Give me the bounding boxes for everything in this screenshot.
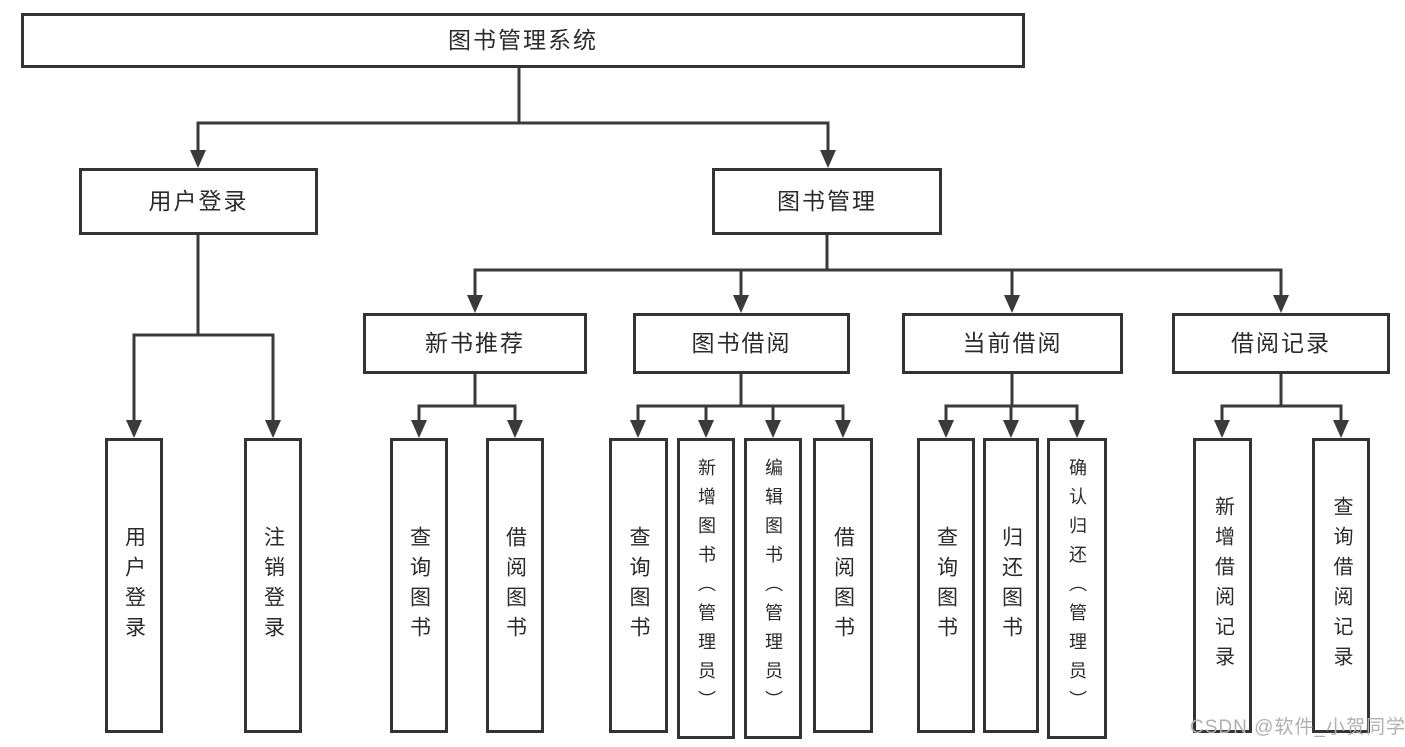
- node-current-borrow-label: 当前借阅: [962, 330, 1063, 356]
- leaf-confirm-return-admin: 确认归还（管理员）: [1047, 438, 1107, 739]
- leaf-add-borrow-record: 新增借阅记录: [1193, 438, 1252, 733]
- leaf-borrow-books: 借阅图书: [813, 438, 873, 733]
- node-book-borrow: 图书借阅: [633, 313, 850, 374]
- leaf-edit-books-admin: 编辑图书（管理员）: [744, 438, 802, 739]
- node-user-login-label: 用户登录: [148, 188, 249, 214]
- leaf-confirm-return-admin-label: 确认归还（管理员）: [1067, 458, 1087, 719]
- node-borrow-records: 借阅记录: [1172, 313, 1390, 374]
- node-borrow-records-label: 借阅记录: [1231, 330, 1331, 356]
- node-root-label: 图书管理系统: [448, 27, 598, 53]
- node-book-borrow-label: 图书借阅: [691, 330, 792, 356]
- leaf-user-login: 用户登录: [105, 438, 163, 733]
- watermark-text: CSDN @软件_小贺同学: [1190, 717, 1405, 738]
- leaf-return-books: 归还图书: [983, 438, 1039, 733]
- leaf-query-books-recommend-label: 查询图书: [407, 525, 431, 646]
- leaf-query-books-current: 查询图书: [917, 438, 975, 733]
- leaf-borrow-books-label: 借阅图书: [831, 525, 855, 646]
- leaf-edit-books-admin-label: 编辑图书（管理员）: [763, 458, 783, 719]
- node-book-management-label: 图书管理: [777, 188, 877, 214]
- node-book-management: 图书管理: [712, 168, 942, 235]
- leaf-query-borrow-record-label: 查询借阅记录: [1330, 495, 1352, 676]
- leaf-logout-label: 注销登录: [261, 525, 285, 646]
- leaf-logout: 注销登录: [244, 438, 302, 733]
- leaf-query-books-borrow: 查询图书: [609, 438, 668, 733]
- leaf-query-borrow-record: 查询借阅记录: [1312, 438, 1370, 733]
- leaf-query-books-recommend: 查询图书: [390, 438, 448, 733]
- leaf-borrow-books-recommend: 借阅图书: [486, 438, 544, 733]
- leaf-user-login-label: 用户登录: [122, 525, 146, 646]
- leaf-add-books-admin-label: 新增图书（管理员）: [696, 458, 716, 719]
- leaf-return-books-label: 归还图书: [999, 525, 1023, 646]
- node-new-book-recommend-label: 新书推荐: [425, 330, 525, 356]
- node-current-borrow: 当前借阅: [902, 313, 1123, 374]
- node-new-book-recommend: 新书推荐: [363, 313, 587, 374]
- leaf-add-books-admin: 新增图书（管理员）: [677, 438, 735, 739]
- leaf-borrow-books-recommend-label: 借阅图书: [503, 525, 527, 646]
- leaf-query-books-borrow-label: 查询图书: [627, 525, 650, 646]
- leaf-query-books-current-label: 查询图书: [934, 525, 958, 646]
- node-root: 图书管理系统: [21, 13, 1025, 68]
- node-user-login: 用户登录: [79, 168, 318, 235]
- leaf-add-borrow-record-label: 新增借阅记录: [1211, 495, 1234, 676]
